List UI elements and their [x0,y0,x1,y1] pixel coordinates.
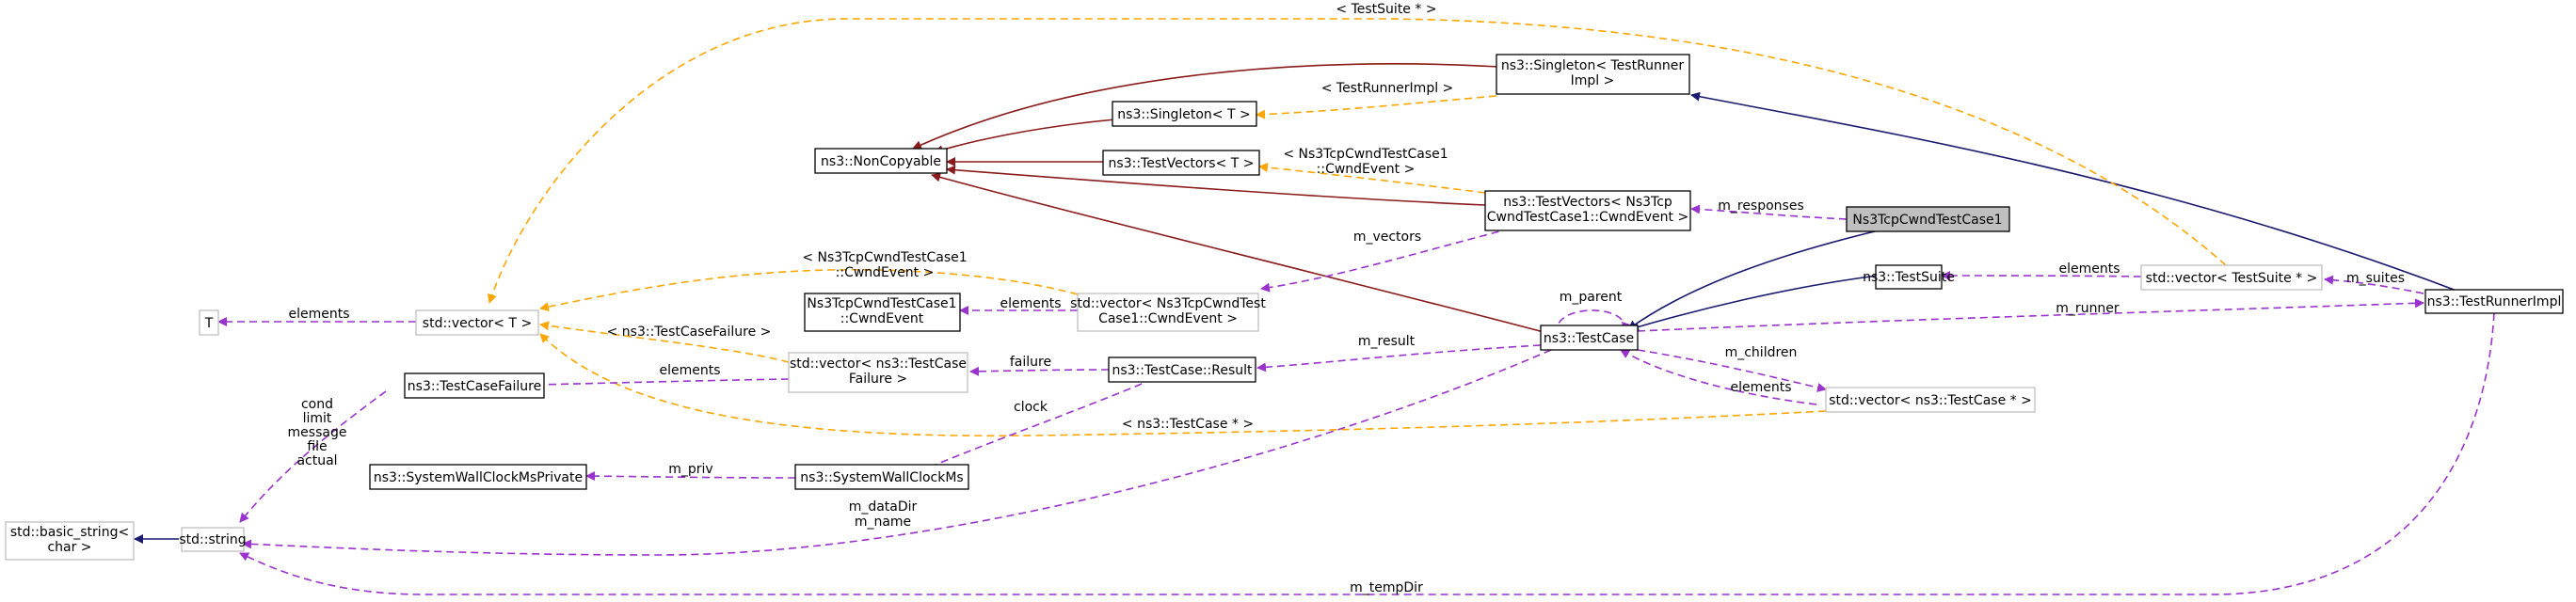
svg-text:std::string: std::string [179,532,246,547]
svg-text:std::vector< TestSuite * >: std::vector< TestSuite * > [2146,271,2318,286]
label-elements-cwnd: elements [1000,296,1061,311]
edge-singleton-to-testrunnerimpl [1690,91,2465,294]
edge-testcasefailure-template [539,321,790,363]
edge-testrunnerimpl-template [1256,95,1497,119]
label-m-suites: m_suites [2346,271,2405,286]
svg-text:ns3::Singleton< T >: ns3::Singleton< T > [1117,107,1250,122]
label-m-parent: m_parent [1560,290,1623,305]
node-testcase[interactable]: ns3::TestCase [1540,325,1639,351]
svg-text:ns3::TestCase::Result: ns3::TestCase::Result [1112,363,1253,378]
edge-m-responses [1690,204,1848,220]
node-testsuite[interactable]: ns3::TestSuite [1863,264,1955,290]
node-vector-testcase[interactable]: std::vector< ns3::TestCase * > [1825,387,2036,413]
svg-text:ns3::SystemWallClockMsPrivate: ns3::SystemWallClockMsPrivate [374,470,583,485]
svg-text:ns3::Singleton< TestRunnerImpl: ns3::Singleton< TestRunnerImpl > [1501,58,1685,88]
node-vector-t[interactable]: std::vector< T > [415,309,539,336]
node-ns3tcpcwndtestcase1[interactable]: Ns3TcpCwndTestCase1 [1846,206,2010,232]
label-elements-testcase: elements [1730,380,1791,395]
svg-text:ns3::TestCase: ns3::TestCase [1544,331,1634,346]
label-elements-suite: elements [2058,261,2120,277]
edge-noncopyable-to-testcase [931,172,1544,333]
edge-m-result [1256,344,1542,372]
label-m-tempdir: m_tempDir [1350,580,1423,595]
label-elements-failure: elements [659,363,720,378]
node-noncopyable[interactable]: ns3::NonCopyable [814,148,948,174]
edge-testcase-ptr-template [539,333,1827,437]
node-wallclock-private[interactable]: ns3::SystemWallClockMsPrivate [369,464,587,490]
svg-text:ns3::TestVectors< Ns3TcpCwndTe: ns3::TestVectors< Ns3TcpCwndTestCase1::C… [1487,195,1688,225]
edge-m-priv [585,471,796,482]
node-cwndevent[interactable]: Ns3TcpCwndTestCase1::CwndEvent [804,293,961,332]
edge-elements-suite [1941,271,2142,281]
edge-m-datadir [242,349,1552,556]
edge-noncopyable-to-singleton-t [934,119,1116,154]
edge-elements-testcase [1620,349,1817,405]
edge-noncopyable-to-testvectors-cwnd [946,165,1486,206]
node-vector-testsuite[interactable]: std::vector< TestSuite * > [2140,264,2323,291]
svg-text:Ns3TcpCwndTestCase1: Ns3TcpCwndTestCase1 [1852,213,2002,228]
edge-testcase-to-testsuite [1629,275,1879,332]
edge-failure [969,366,1110,376]
label-testsuite-ptr: < TestSuite * > [1336,2,1436,17]
edge-testcase-to-ns3tcpcwndtestcase1 [1627,229,1883,330]
label-elements-t: elements [288,307,349,322]
edge-noncopyable-to-singleton-testrunnerimpl [912,63,1500,150]
edge-labels: < TestSuite * > < TestRunnerImpl > < Ns3… [288,2,2406,595]
edge-m-children [1637,349,1827,392]
label-testcase-ptr: < ns3::TestCase * > [1122,417,1254,432]
edge-clock [917,378,1154,474]
svg-text:T: T [204,316,214,331]
node-testvectors-t[interactable]: ns3::TestVectors< T > [1102,150,1260,176]
label-failure: failure [1010,355,1051,370]
edge-cwndevent-vec-template [539,268,1079,312]
edge-testsuite-ptr [488,18,2227,304]
node-basic-string[interactable]: std::basic_string<char > [5,521,135,561]
label-testrunnerimpl: < TestRunnerImpl > [1321,81,1454,96]
svg-text:std::vector< ns3::TestCaseFail: std::vector< ns3::TestCaseFailure > [790,356,967,387]
node-t[interactable]: T [199,309,219,336]
svg-text:ns3::TestCaseFailure: ns3::TestCaseFailure [408,379,541,394]
svg-text:std::basic_string<char >: std::basic_string<char > [10,525,129,555]
svg-text:std::vector< Ns3TcpCwndTestCas: std::vector< Ns3TcpCwndTestCase1::CwndEv… [1070,296,1266,326]
svg-text:Ns3TcpCwndTestCase1::CwndEvent: Ns3TcpCwndTestCase1::CwndEvent [807,296,956,326]
label-m-runner: m_runner [2056,301,2120,316]
node-wallclock[interactable]: ns3::SystemWallClockMs [794,464,969,490]
svg-text:ns3::NonCopyable: ns3::NonCopyable [821,154,941,169]
svg-text:ns3::TestVectors< T >: ns3::TestVectors< T > [1109,156,1255,171]
label-cwndevent-tv: < Ns3TcpCwndTestCase1::CwndEvent > [1283,147,1448,177]
node-singleton-t[interactable]: ns3::Singleton< T > [1112,101,1257,127]
edge-m-suites [2324,275,2424,294]
node-testcase-result[interactable]: ns3::TestCase::Result [1108,356,1256,383]
edges [134,18,2495,595]
label-clock: clock [1014,400,1048,415]
label-cwndevent-vec: < Ns3TcpCwndTestCase1::CwndEvent > [802,250,967,280]
svg-text:ns3::SystemWallClockMs: ns3::SystemWallClockMs [800,470,963,485]
node-testcasefailure[interactable]: ns3::TestCaseFailure [404,372,545,399]
label-m-result: m_result [1358,334,1416,349]
svg-text:ns3::TestRunnerImpl: ns3::TestRunnerImpl [2427,294,2562,309]
edge-cwndevent-tv-template [1258,163,1486,194]
edge-m-tempdir [239,312,2495,595]
label-m-children: m_children [1725,345,1798,360]
label-m-priv: m_priv [668,462,712,477]
svg-text:std::vector< ns3::TestCase * >: std::vector< ns3::TestCase * > [1829,393,2032,408]
edge-m-runner [1637,298,2424,332]
node-string[interactable]: std::string [179,527,247,552]
edge-string-members [239,390,387,523]
node-testrunnerimpl[interactable]: ns3::TestRunnerImpl [2424,289,2564,314]
label-m-vectors: m_vectors [1353,230,1421,245]
label-m-responses: m_responses [1718,198,1804,214]
edge-m-vectors [1260,228,1512,293]
svg-text:std::vector< T >: std::vector< T > [423,316,532,331]
svg-text:ns3::TestSuite: ns3::TestSuite [1863,270,1955,285]
label-testcasefailure: < ns3::TestCaseFailure > [607,325,772,340]
